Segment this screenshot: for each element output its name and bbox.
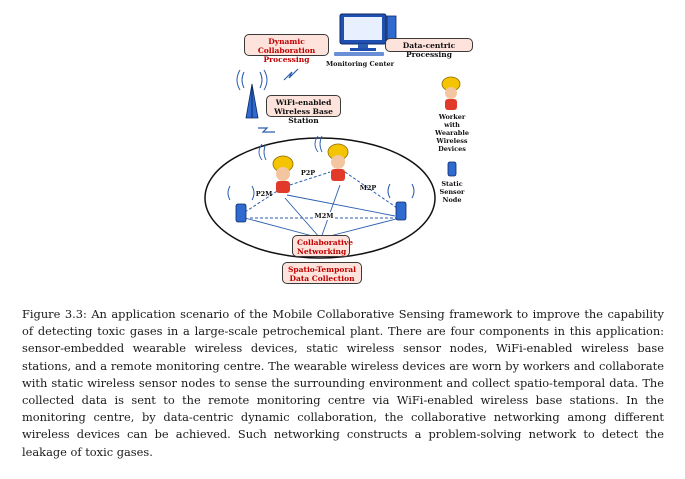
- sensor-legend-icon: [447, 161, 457, 177]
- collaborative-networking-box: Collaborative Networking: [292, 235, 353, 257]
- lightning-bolts: [258, 68, 299, 133]
- monitoring-center-label: Monitoring Center: [325, 60, 395, 68]
- worker-icon-1: [258, 143, 294, 193]
- worker-legend-icon: [441, 76, 461, 110]
- worker-legend-label: Worker with Wearable Wireless Devices: [435, 113, 469, 153]
- p2m-label: P2M: [255, 190, 273, 198]
- computer-icon: [334, 13, 397, 56]
- wifi-base-station-box: WiFi-enabled Wireless Base Station: [266, 95, 341, 125]
- static-sensor-legend-label: Static Sensor Node: [439, 180, 465, 204]
- spatio-temporal-box: Spatio-Temporal Data Collection: [282, 262, 362, 284]
- dynamic-collaboration-box: Dynamic Collaboration Processing: [244, 34, 329, 64]
- plant-area-ellipse: [204, 137, 436, 259]
- antenna-icon: [236, 69, 268, 119]
- p2p-label: P2P: [300, 169, 316, 177]
- worker-icon-2: [314, 135, 349, 181]
- sensor-node-icon-left: [227, 185, 255, 223]
- data-centric-box: Data-centric Processing: [385, 38, 473, 59]
- networking-links: [244, 184, 401, 239]
- m2p-label: M2P: [359, 184, 377, 192]
- m2m-label: M2M: [314, 212, 334, 220]
- figure-caption: Figure 3.3: An application scenario of t…: [22, 307, 664, 459]
- figure: Dynamic Collaboration Processing Data-ce…: [204, 13, 473, 284]
- sensor-node-icon-right: [387, 183, 415, 221]
- figure-graphics: [204, 13, 461, 259]
